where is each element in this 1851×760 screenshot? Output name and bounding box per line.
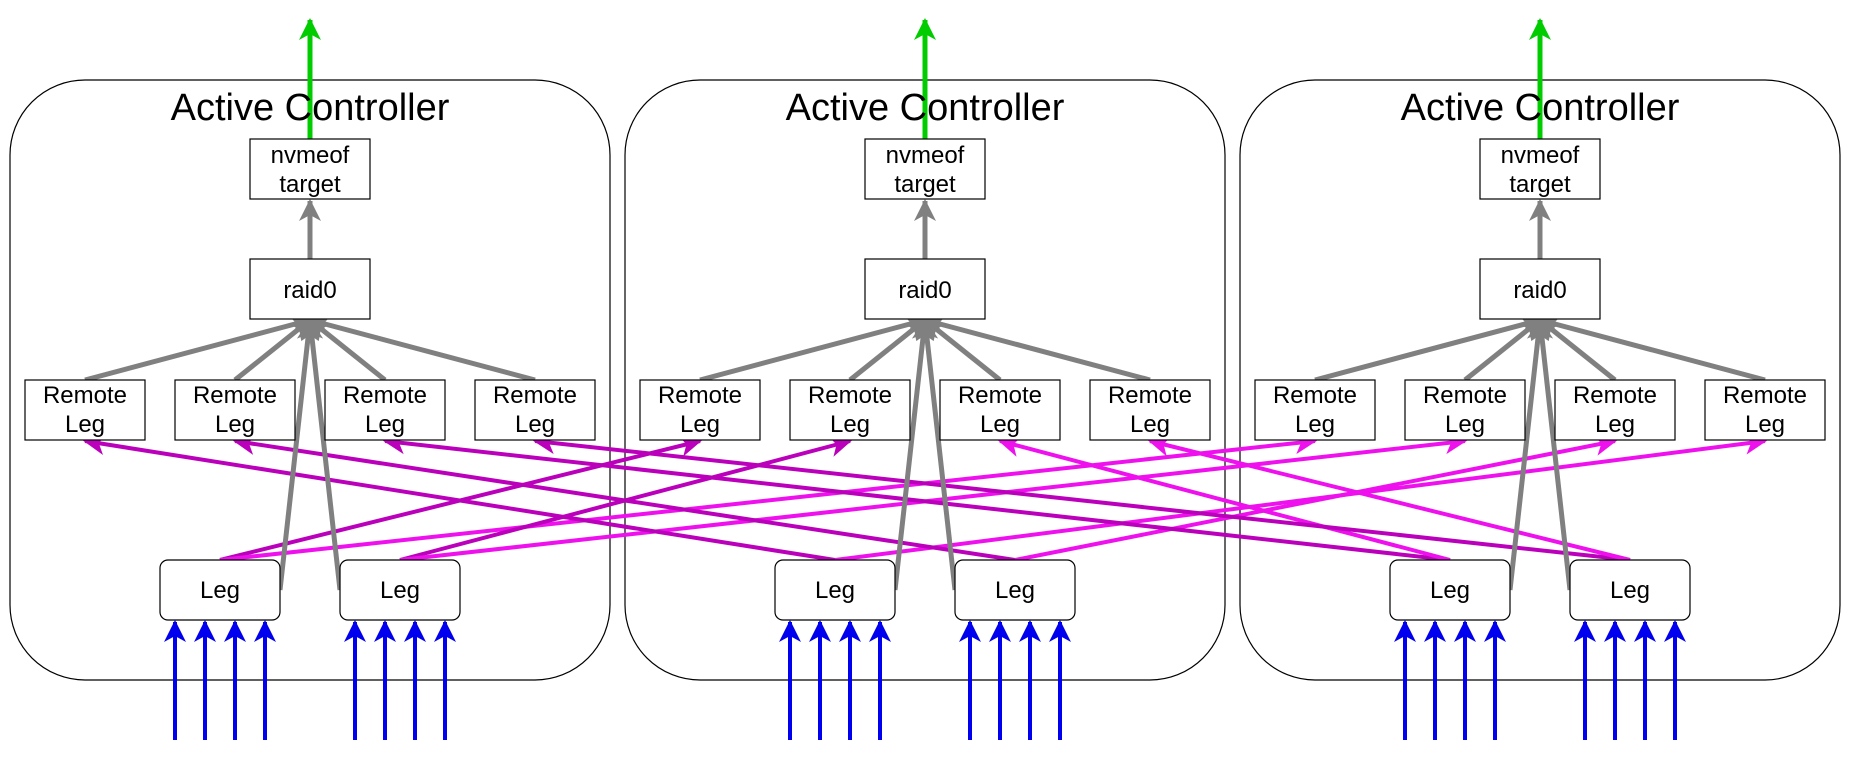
remote-leg-box	[474, 379, 596, 441]
remote-leg-label: Leg	[1295, 411, 1335, 438]
leg-to-raid-arrow	[916, 318, 958, 591]
leg-label: Leg	[815, 577, 855, 604]
remote-leg-label: Leg	[680, 411, 720, 438]
leg-to-raid-arrow	[277, 318, 319, 591]
leg-box	[339, 559, 461, 621]
leg-box	[954, 559, 1076, 621]
leg-to-raid-arrow	[892, 318, 934, 591]
remote-leg-label: Remote	[343, 382, 427, 409]
controller-title: Active Controller	[171, 87, 450, 129]
remote-leg-label: Remote	[1423, 382, 1507, 409]
cross-link-arrow	[219, 432, 1317, 562]
cross-link-arrow	[998, 435, 1451, 562]
cross-link-arrow	[834, 432, 1767, 562]
remote-leg-box	[1704, 379, 1826, 441]
raid0-label: raid0	[898, 277, 951, 304]
nvmeof-target-box	[249, 138, 371, 200]
nvmeof-target-label: nvmeof	[1501, 142, 1580, 169]
remote-leg-label: Remote	[808, 382, 892, 409]
controller-title: Active Controller	[786, 87, 1065, 129]
leg-label: Leg	[1610, 577, 1650, 604]
cross-link-arrow	[1014, 434, 1617, 562]
remote-leg-label: Leg	[830, 411, 870, 438]
leg-box	[1389, 559, 1511, 621]
remote-leg-label: Remote	[193, 382, 277, 409]
remote-leg-label: Leg	[65, 411, 105, 438]
remote-leg-box	[939, 379, 1061, 441]
remote-leg-box	[639, 379, 761, 441]
remote-leg-label: Leg	[215, 411, 255, 438]
leg-label: Leg	[200, 577, 240, 604]
raid0-box	[864, 258, 986, 320]
leg-box	[774, 559, 896, 621]
remote-leg-label: Remote	[1573, 382, 1657, 409]
nvmeof-target-box	[864, 138, 986, 200]
remote-leg-box	[1254, 379, 1376, 441]
remote-to-raid-arrow	[84, 314, 312, 383]
remote-to-raid-arrow	[1314, 314, 1542, 383]
remote-leg-label: Remote	[493, 382, 577, 409]
remote-leg-label: Leg	[1595, 411, 1635, 438]
nvmeof-target-label: target	[894, 171, 956, 198]
remote-leg-label: Remote	[43, 382, 127, 409]
cross-link-arrow	[533, 432, 1631, 562]
leg-to-raid-arrow	[301, 318, 343, 591]
remote-leg-label: Leg	[980, 411, 1020, 438]
cross-link-arrow	[383, 432, 1451, 562]
remote-leg-box	[174, 379, 296, 441]
leg-to-raid-arrow	[1531, 318, 1573, 591]
nvmeof-target-label: nvmeof	[886, 142, 965, 169]
nvmeof-target-label: target	[1509, 171, 1571, 198]
nvmeof-target-label: nvmeof	[271, 142, 350, 169]
remote-leg-label: Leg	[515, 411, 555, 438]
remote-leg-label: Remote	[658, 382, 742, 409]
leg-box	[1569, 559, 1691, 621]
remote-leg-box	[1404, 379, 1526, 441]
remote-to-raid-arrow	[699, 314, 927, 383]
remote-leg-label: Leg	[1745, 411, 1785, 438]
leg-box	[159, 559, 281, 621]
controller-title: Active Controller	[1401, 87, 1680, 129]
leg-label: Leg	[1430, 577, 1470, 604]
leg-to-raid-arrow	[1507, 318, 1549, 591]
remote-leg-label: Leg	[1445, 411, 1485, 438]
remote-leg-label: Leg	[365, 411, 405, 438]
remote-leg-box	[789, 379, 911, 441]
raid0-box	[249, 258, 371, 320]
remote-leg-label: Remote	[958, 382, 1042, 409]
remote-leg-box	[1089, 379, 1211, 441]
remote-leg-box	[324, 379, 446, 441]
cross-link-arrow	[233, 433, 1016, 562]
remote-leg-label: Leg	[1130, 411, 1170, 438]
remote-leg-label: Remote	[1273, 382, 1357, 409]
nvmeof-target-box	[1479, 138, 1601, 200]
remote-leg-label: Remote	[1108, 382, 1192, 409]
raid0-label: raid0	[1513, 277, 1566, 304]
leg-label: Leg	[380, 577, 420, 604]
nvmeof-target-label: target	[279, 171, 341, 198]
cross-link-arrow	[83, 433, 836, 562]
raid0-label: raid0	[283, 277, 336, 304]
raid0-box	[1479, 258, 1601, 320]
remote-leg-label: Remote	[1723, 382, 1807, 409]
remote-leg-box	[1554, 379, 1676, 441]
cross-link-arrow	[1148, 435, 1631, 562]
remote-to-raid-arrow	[1538, 314, 1766, 383]
remote-to-raid-arrow	[308, 314, 536, 383]
remote-to-raid-arrow	[923, 314, 1151, 383]
remote-leg-box	[24, 379, 146, 441]
leg-label: Leg	[995, 577, 1035, 604]
